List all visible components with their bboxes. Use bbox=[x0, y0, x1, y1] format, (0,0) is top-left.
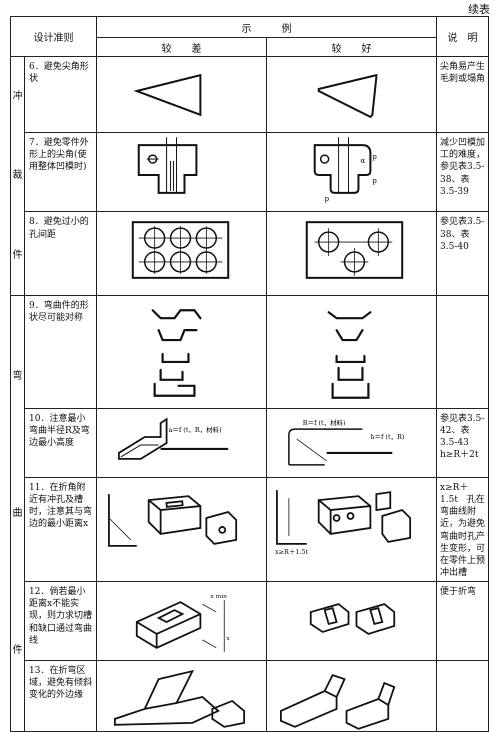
rule-9: 9．弯曲件的形状尽可能对称 bbox=[24, 295, 97, 409]
note-9 bbox=[436, 295, 489, 409]
figure-10-worse: a＝f (t，R，材料) bbox=[96, 408, 267, 478]
figure-11-worse bbox=[96, 476, 267, 583]
figure-13-worse bbox=[96, 660, 267, 732]
figure-7-worse bbox=[96, 132, 267, 213]
header-rule: 设计准则 bbox=[10, 16, 97, 57]
rule-8: 8．避免过小的孔间距 bbox=[24, 211, 97, 296]
note-8: 参见表3.5-38、表3.5-40 bbox=[436, 211, 489, 296]
continued-label: 续表 bbox=[468, 3, 490, 16]
figure-13-better bbox=[266, 660, 437, 732]
figure-9-better bbox=[266, 295, 437, 409]
note-7: 减少凹模加工的难度，参见表3.5-38、表3.5-39 bbox=[436, 132, 489, 213]
rule-6: 6．避免尖角形状 bbox=[24, 55, 97, 134]
figure-7-better: p p p α bbox=[266, 132, 437, 213]
figure-9-worse bbox=[96, 295, 267, 409]
header-example: 示 例 bbox=[96, 16, 437, 38]
rule-11: 11．在折角附近有冲孔及槽时，注意其与弯边的最小距离x bbox=[24, 476, 97, 583]
design-guideline-table: 设计准则 示 例 说 明 较 差 较 好 冲 裁 件 6．避免尖角形状 尖角易产… bbox=[10, 16, 489, 732]
figure-11-better: x≥R＋1.5t bbox=[266, 476, 437, 583]
note-12: 便于折弯 bbox=[436, 581, 489, 662]
figure-8-worse bbox=[96, 211, 267, 296]
svg-text:p: p bbox=[325, 195, 330, 203]
rule-10: 10．注意最小弯曲半径R及弯边最小高度 bbox=[24, 408, 97, 478]
formula-10-better-h: h＝f (t，R) bbox=[370, 433, 404, 441]
mark-p: p bbox=[372, 153, 377, 161]
category-bend: 弯 曲 件 bbox=[10, 294, 25, 732]
rule-12: 12．倘若最小距离x不能实现，则力求切槽和缺口通过弯曲线 bbox=[24, 581, 97, 662]
category-punch: 冲 裁 件 bbox=[10, 56, 25, 296]
note-11: x≥R＋1.5t 孔在弯曲线附近，为避免弯曲时孔产生变形，可在零件上预冲出槽 bbox=[436, 476, 489, 583]
header-worse: 较 差 bbox=[96, 37, 267, 57]
note-6: 尖角易产生毛刺或塌角 bbox=[436, 55, 489, 134]
header-note: 说 明 bbox=[436, 16, 489, 57]
rule-13: 13．在折弯区域，避免有倾斜变化的外边缘 bbox=[24, 660, 97, 732]
note-13 bbox=[436, 660, 489, 732]
svg-text:p: p bbox=[372, 177, 377, 185]
figure-12-worse: x min x bbox=[96, 581, 267, 662]
svg-text:x: x bbox=[226, 635, 230, 642]
header-better: 较 好 bbox=[266, 37, 437, 57]
figure-10-better: R＝f (t，材料) h＝f (t，R) bbox=[266, 408, 437, 478]
figure-6-better bbox=[266, 55, 437, 134]
note-10: 参见表3.5-42、表3.5-43 h≥R＋2t bbox=[436, 408, 489, 478]
figure-12-better bbox=[266, 581, 437, 662]
formula-10-better-r: R＝f (t，材料) bbox=[303, 418, 346, 427]
rule-7: 7．避免零件外形上的尖角(使用整体凹模时) bbox=[24, 132, 97, 213]
figure-8-better bbox=[266, 211, 437, 296]
formula-11-better: x≥R＋1.5t bbox=[275, 548, 309, 556]
figure-6-worse bbox=[96, 55, 267, 134]
label-12-worse: x min bbox=[210, 593, 227, 600]
mark-alpha: α bbox=[360, 157, 365, 165]
formula-10-worse: a＝f (t，R，材料) bbox=[169, 425, 222, 434]
